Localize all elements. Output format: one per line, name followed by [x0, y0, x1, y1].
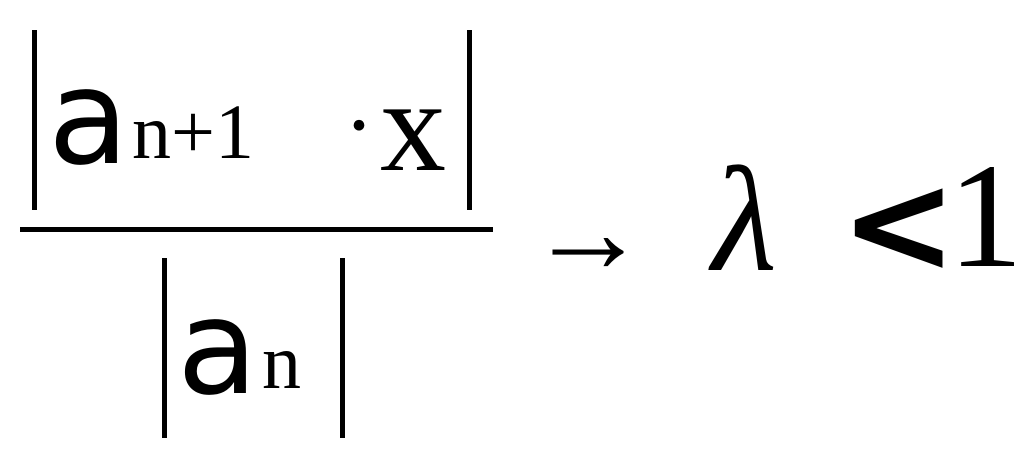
lambda-symbol: λ — [712, 137, 777, 303]
denominator-base: a — [177, 271, 258, 425]
numerator-variable: x — [380, 52, 446, 199]
numerator-subscript: n+1 — [132, 88, 254, 175]
denominator-abs-right-bar — [340, 258, 345, 438]
fraction-line — [20, 227, 493, 232]
numerator-dot-operator: · — [344, 76, 374, 175]
less-than-symbol: < — [840, 143, 958, 306]
numerator-abs-right-bar — [467, 30, 472, 210]
right-arrow: → — [528, 165, 648, 298]
numerator-base: a — [48, 41, 129, 195]
denominator-abs-left-bar — [162, 258, 167, 438]
numerator-abs-left-bar — [32, 30, 37, 210]
denominator-subscript: n — [262, 318, 301, 405]
rhs-one: 1 — [948, 133, 1023, 299]
